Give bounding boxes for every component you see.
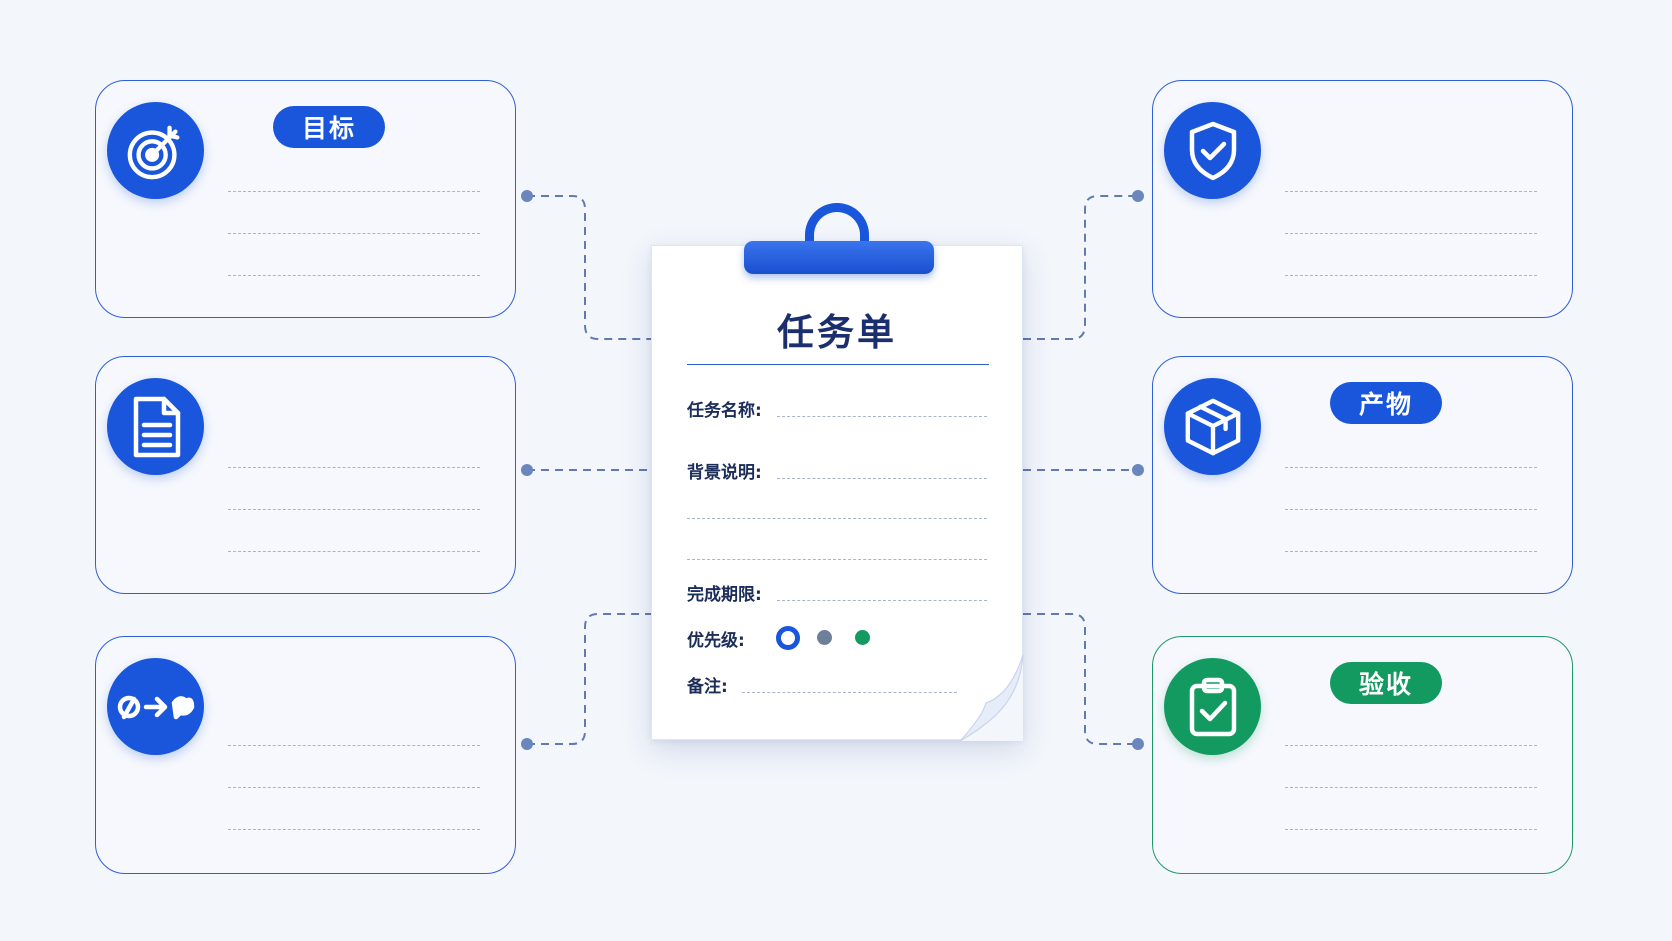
background-field[interactable] — [777, 478, 987, 479]
method-card — [95, 636, 516, 874]
task-name-field[interactable] — [777, 416, 987, 417]
title-divider — [687, 364, 989, 365]
sheet-title: 任务单 — [777, 311, 897, 354]
constraints-card — [1152, 80, 1573, 318]
document-icon — [107, 378, 204, 475]
clipboard-clip-ring — [805, 203, 869, 263]
priority-option-low[interactable] — [855, 630, 870, 645]
workflow-icon — [107, 658, 204, 755]
background-field-line-3[interactable] — [687, 559, 987, 560]
goal-label: 目标 — [273, 106, 385, 148]
notes-field[interactable] — [742, 692, 957, 693]
priority-option-medium[interactable] — [817, 630, 832, 645]
clipboard-check-icon — [1164, 658, 1261, 755]
deliverable-card: 产物 — [1152, 356, 1573, 594]
deliverable-label: 产物 — [1330, 382, 1442, 424]
deadline-label: 完成期限: — [687, 585, 762, 605]
target-icon — [107, 102, 204, 199]
task-name-label: 任务名称: — [687, 401, 762, 421]
acceptance-label: 验收 — [1330, 662, 1442, 704]
priority-option-high[interactable] — [776, 626, 800, 650]
background-label: 背景说明: — [687, 463, 762, 483]
goal-card: 目标 — [95, 80, 516, 318]
acceptance-card: 验收 — [1152, 636, 1573, 874]
background-card — [95, 356, 516, 594]
package-icon — [1164, 378, 1261, 475]
shield-check-icon — [1164, 102, 1261, 199]
deadline-field[interactable] — [777, 600, 987, 601]
clipboard-clip — [744, 241, 934, 274]
page-curl — [960, 655, 1024, 741]
background-field-line-2[interactable] — [687, 518, 987, 519]
notes-label: 备注: — [687, 677, 728, 697]
priority-label: 优先级: — [687, 631, 745, 651]
task-sheet: 任务单 任务名称: 背景说明: 完成期限: 优先级: 备注: — [651, 245, 1023, 740]
